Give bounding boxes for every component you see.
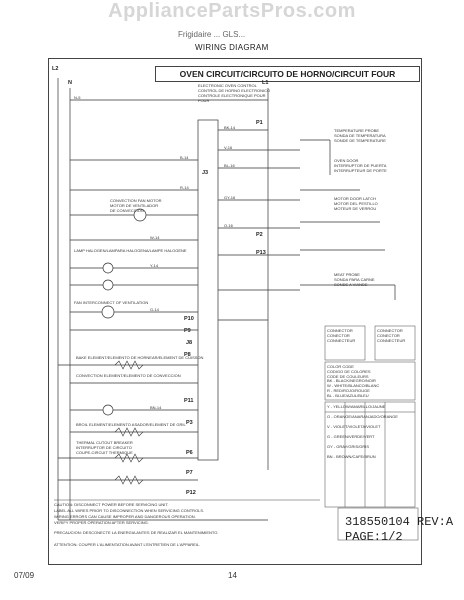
color-legend-item: BL - BLUE/AZUL/BLEU xyxy=(327,393,369,398)
model-header: Frigidaire ... GLS... xyxy=(178,30,246,39)
wire-code: BN-14 xyxy=(150,405,162,410)
terminal-p10: P10 xyxy=(184,316,194,322)
lamp-label: LAMP HALOGEN/LAMPARA HALOGENA/LAMPE HALO… xyxy=(74,248,187,253)
connector-table-header: CONNECTOR CONECTOR CONNECTEUR xyxy=(377,328,406,343)
fan-label: FAN INTERCONNECT OF VENTILATION xyxy=(74,300,149,305)
footer-page-number: 14 xyxy=(228,571,237,580)
terminal-p7: P7 xyxy=(186,470,193,476)
convection-motor-label: CONVECTION FAN MOTOR MOTOR DE VENTILADOR… xyxy=(110,198,162,213)
terminal-p13: P13 xyxy=(256,250,266,256)
wire-code: BK-14 xyxy=(224,125,236,130)
wire-code: BL-16 xyxy=(224,163,235,168)
color-legend-item: BK - BLACK/NEGRO/NOIR xyxy=(327,378,376,383)
color-legend-item: W - WHITE/BLANCO/BLANC xyxy=(327,383,380,388)
bake-element-label: BAKE ELEMENT/ELEMENTO DE HORNEAR/ELEMENT… xyxy=(76,355,204,360)
meat-probe-label: MEAT PROBE SONDA PARA CARNE SONDE A VIAN… xyxy=(334,272,375,287)
color-code-header: COLOR CODE CODIGO DE COLORES CODE DE COU… xyxy=(327,364,371,379)
terminal-p1: P1 xyxy=(256,120,263,126)
note-line: ATTENTION: COUPER L'ALIMENTATION AVANT L… xyxy=(54,542,201,547)
terminal-l1: L1 xyxy=(262,80,269,86)
note-line: WIRING ERRORS CAN CAUSE IMPROPER AND DAN… xyxy=(54,514,196,519)
terminal-j8: J8 xyxy=(186,340,193,346)
circuit-title: OVEN CIRCUIT/CIRCUITO DE HORNO/CIRCUIT F… xyxy=(155,66,420,82)
terminal-p11: P11 xyxy=(184,398,194,404)
watermark: AppliancePartsPros.com xyxy=(108,0,356,22)
convection-element-label: CONVECTION ELEMENT/ELEMENTO DE CONVECCIO… xyxy=(76,373,181,378)
wire-code: O-16 xyxy=(224,223,233,228)
terminal-p12: P12 xyxy=(186,490,196,496)
wire-code: W-14 xyxy=(150,235,160,240)
diagram-frame xyxy=(48,58,422,565)
wire-code: GY-16 xyxy=(224,195,236,200)
note-line: LABEL ALL WIRES PRIOR TO DISCONNECTION W… xyxy=(54,508,205,513)
wire-code: N-5 xyxy=(74,95,81,100)
terminal-p8: P8 xyxy=(184,352,191,358)
diagram-title: WIRING DIAGRAM xyxy=(195,43,269,52)
color-legend-item: BN - BROWN/CAFE/BRUN xyxy=(327,454,376,459)
broil-element-label: BROIL ELEMENT/ELEMENTO ASADOR/ELEMENT DE… xyxy=(76,422,186,427)
color-legend-item: O - ORANGE/ANARANJADO/ORANGE xyxy=(327,414,398,419)
color-legend-item: Y - YELLOW/AMARILLO/JAUNE xyxy=(327,404,386,409)
control-label: ELECTRONIC OVEN CONTROL CONTROL DE HORNO… xyxy=(198,83,271,103)
color-legend-item: V - VIOLET/VIOLETA/VIOLET xyxy=(327,424,381,429)
color-legend-item: R - RED/ROJO/ROUGE xyxy=(327,388,370,393)
note-line: PRECAUCION: DESCONECTE LA ENERGIA ANTES … xyxy=(54,530,219,535)
note-line: VERIFY PROPER OPERATION AFTER SERVICING. xyxy=(54,520,149,525)
wire-code: G-14 xyxy=(150,307,159,312)
connector-table-header: CONNECTOR CONECTOR CONNECTEUR xyxy=(327,328,356,343)
terminal-n: N xyxy=(68,80,72,86)
terminal-p2: P2 xyxy=(256,232,263,238)
footer-date: 07/09 xyxy=(14,571,35,580)
terminal-l2: L2 xyxy=(52,66,59,72)
wire-code: B-14 xyxy=(180,155,189,160)
color-legend-item: G - GREEN/VERDE/VERT xyxy=(327,434,375,439)
note-line: CAUTION: DISCONNECT POWER BEFORE SERVICI… xyxy=(54,502,169,507)
terminal-j3: J3 xyxy=(202,170,209,176)
terminal-p9: P9 xyxy=(184,328,191,334)
terminal-p3: P3 xyxy=(186,420,193,426)
wire-code: V-16 xyxy=(224,145,233,150)
thermal-cutout-label: THERMAL CUTOUT BREAKER INTERRUPTOR DE CI… xyxy=(76,440,133,455)
door-lock-motor-label: MOTOR DOOR LATCH MOTOR DEL PESTILLO MOTE… xyxy=(334,196,378,211)
oven-door-switch-label: OVEN DOOR INTERRUPTOR DE PUERTA INTERRUP… xyxy=(334,158,387,173)
part-number: 318550104 REV:A xyxy=(345,515,454,529)
page-ref: PAGE:1/2 xyxy=(345,530,403,544)
wire-code: Y-14 xyxy=(150,263,159,268)
temp-probe-label: TEMPERATURE PROBE SONDA DE TEMPERATURA S… xyxy=(334,128,386,143)
wire-code: R-14 xyxy=(180,185,189,190)
terminal-p6: P6 xyxy=(186,450,193,456)
color-legend-item: GY - GRAY/GRIS/GRIS xyxy=(327,444,370,449)
